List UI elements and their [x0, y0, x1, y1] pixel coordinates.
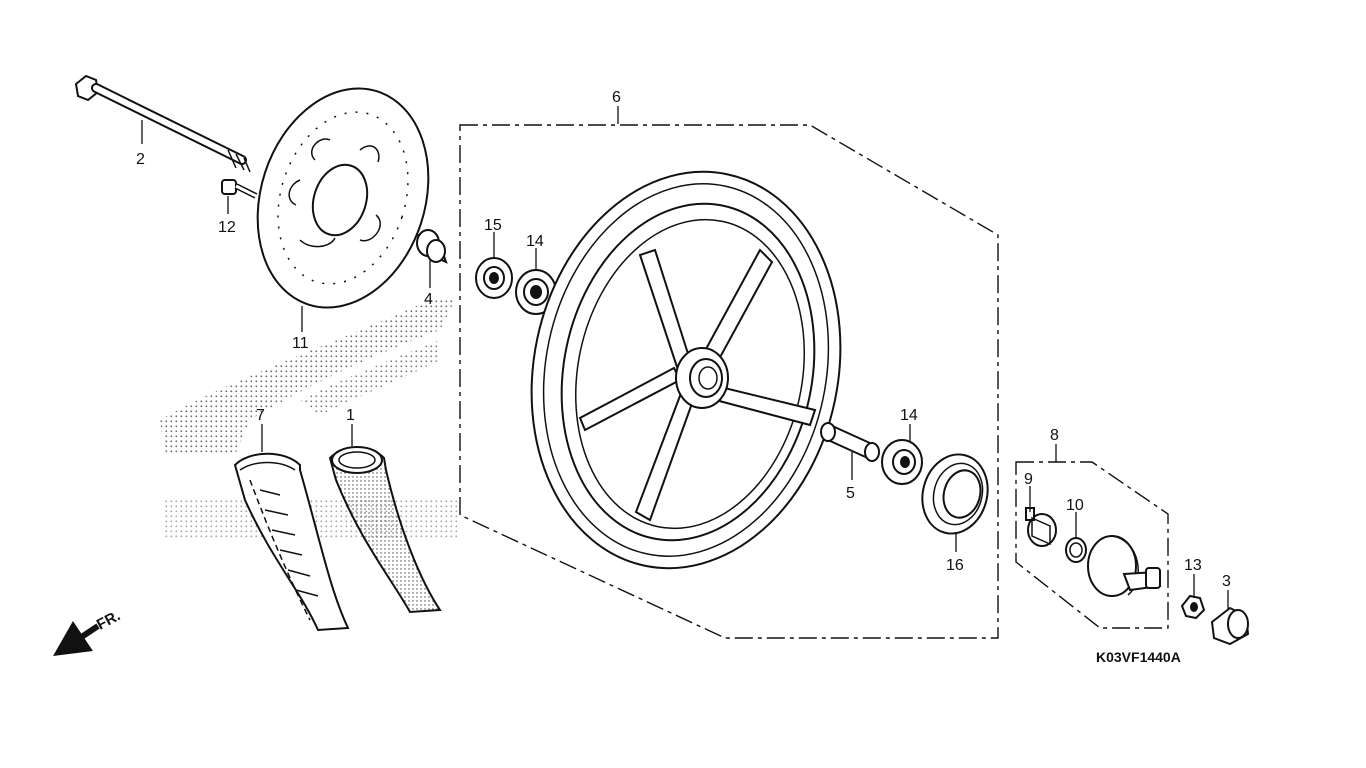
callout-6: 6: [612, 89, 621, 106]
callout-1: 1: [346, 407, 355, 424]
wheel-group-outline: [459, 124, 999, 639]
side-collar-part: [416, 229, 448, 264]
axle-part: [74, 74, 251, 173]
axle-nut-cap-part: [1210, 606, 1250, 646]
gearbox-group-outline: [1015, 461, 1169, 629]
tire-part: [233, 452, 350, 632]
callout-12: 12: [218, 219, 236, 236]
distance-collar-part: [820, 422, 880, 462]
callout-10: 10: [1066, 497, 1084, 514]
wheel-part: [530, 170, 842, 570]
retainer-part: [1025, 507, 1057, 547]
dust-seal-right-part: [921, 453, 989, 535]
disc-bolt-part: [221, 179, 258, 199]
catalog-code: K03VF1440A: [1096, 649, 1181, 665]
callout-4: 4: [424, 291, 433, 308]
washer-part: [1065, 537, 1087, 563]
callout-14-left: 14: [526, 233, 544, 250]
callout-3: 3: [1222, 573, 1231, 590]
callout-16: 16: [946, 557, 964, 574]
callout-15: 15: [484, 217, 502, 234]
front-direction-label: FR.: [94, 607, 123, 633]
bearing-left-part: [515, 269, 557, 315]
brake-disc-part: [256, 87, 430, 309]
dust-seal-left-part: [475, 257, 513, 299]
callout-7: 7: [256, 407, 265, 424]
callout-13: 13: [1184, 557, 1202, 574]
callout-9: 9: [1024, 471, 1033, 488]
bearing-right-part: [881, 439, 923, 485]
callout-labels: 1 2 3 4 5 6 7 8 9 10 11 12 13 14 14 15 1…: [136, 89, 1231, 590]
leader-lines: [141, 106, 1229, 610]
callout-14-right: 14: [900, 407, 918, 424]
callout-5: 5: [846, 485, 855, 502]
callout-11: 11: [292, 335, 309, 352]
front-direction-indicator: FR.: [53, 607, 123, 656]
tube-part: [328, 446, 442, 614]
callout-8: 8: [1050, 427, 1059, 444]
gearbox-housing-part: [1087, 535, 1162, 597]
axle-nut-part: [1180, 594, 1206, 620]
callout-2: 2: [136, 151, 145, 168]
